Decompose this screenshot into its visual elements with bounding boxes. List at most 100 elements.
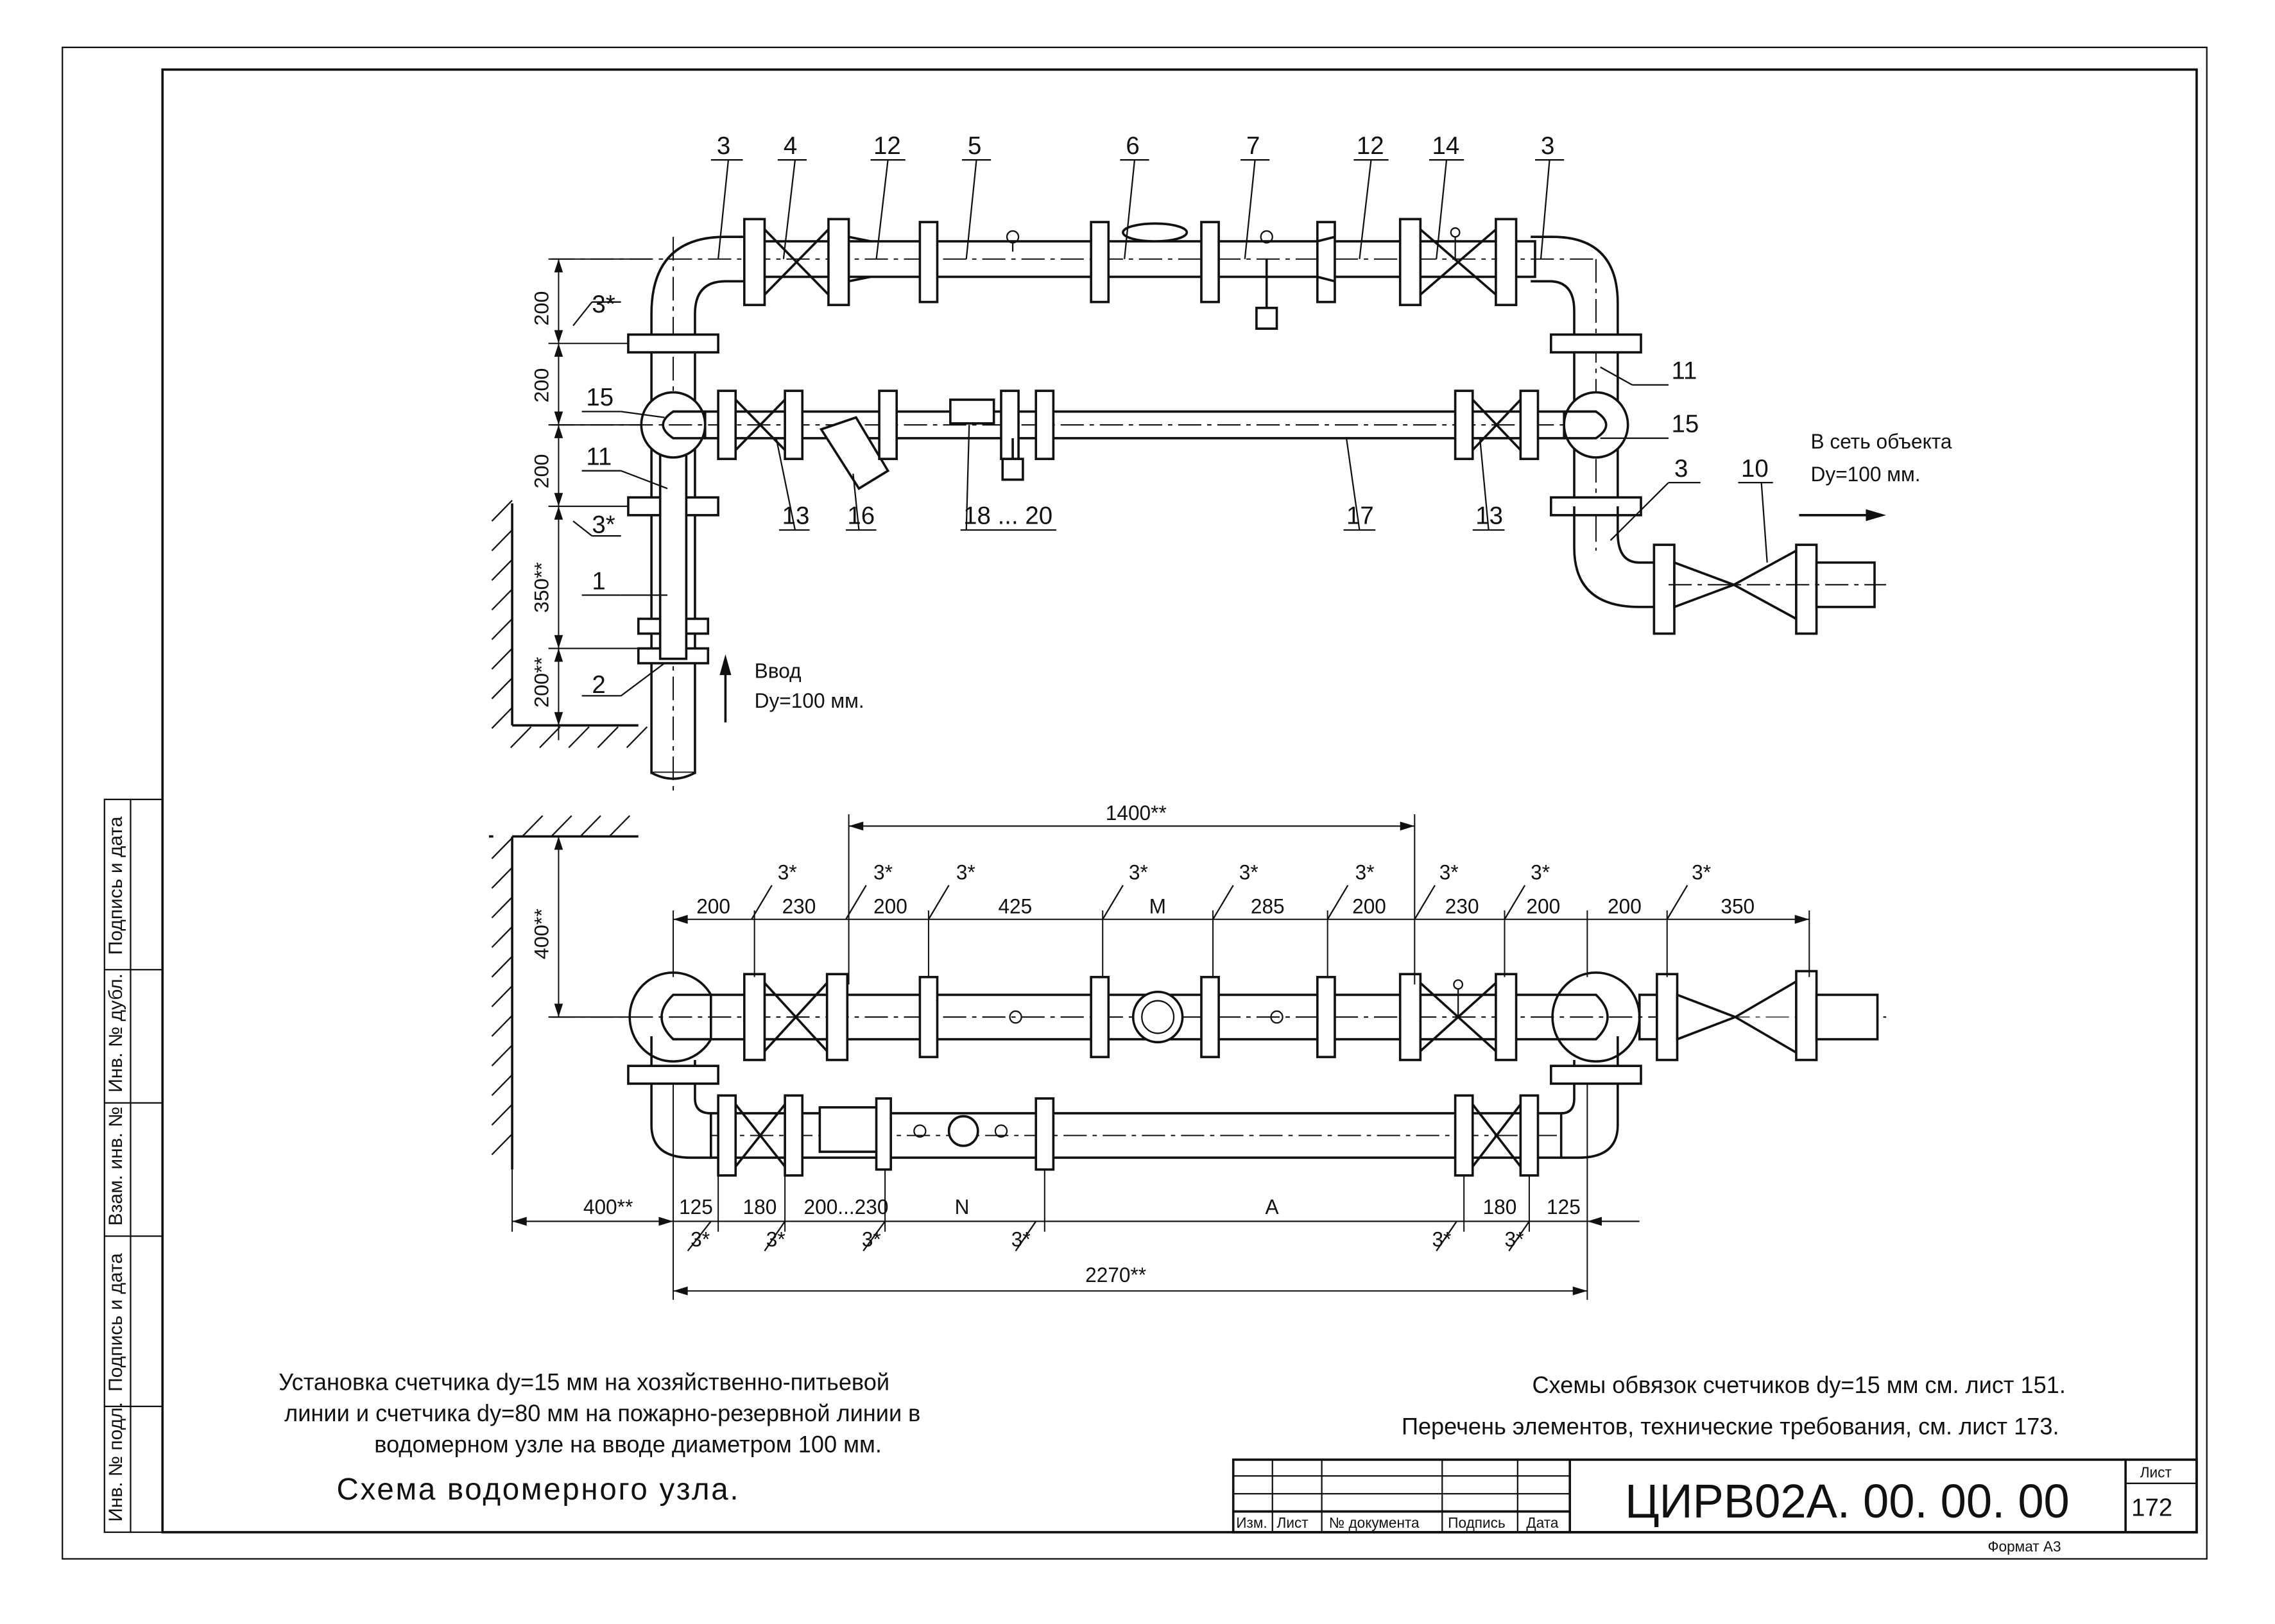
top-gap-3: 3*	[1129, 860, 1148, 884]
flange	[1316, 975, 1336, 1059]
flange	[918, 221, 939, 303]
pos-18-20: 18 ... 20	[963, 502, 1052, 529]
top-dim-3: 425	[998, 894, 1032, 918]
meter-body-1	[658, 443, 688, 660]
dim-200-c: 200	[530, 454, 553, 488]
tb-col-izm: Изм.	[1236, 1514, 1267, 1531]
strainer-lower	[818, 1106, 879, 1153]
pos-15-right: 15	[1671, 410, 1699, 438]
pos-3-outlet: 3	[1674, 455, 1688, 483]
pos-13-right: 13	[1475, 502, 1503, 529]
tee-15-right	[1563, 391, 1629, 459]
document-code: ЦИРВ02А. 00. 00. 00	[1625, 1475, 2070, 1528]
dim-200-a: 200	[530, 291, 553, 326]
flange	[1495, 973, 1518, 1061]
flange	[627, 333, 719, 354]
upper-scheme: 200 200 200 350** 200** 3* 3*	[491, 132, 1952, 792]
flange	[717, 389, 737, 461]
flange	[1090, 221, 1110, 303]
pos-4: 4	[784, 132, 797, 160]
top-gap-8: 3*	[1692, 860, 1711, 884]
flange	[743, 218, 766, 307]
bottom-dim-1: 125	[679, 1195, 713, 1218]
bottom-gap-3: 3*	[1011, 1227, 1031, 1251]
flange	[1795, 543, 1818, 635]
top-dim-0: 200	[696, 894, 730, 918]
flange	[627, 1064, 719, 1085]
tap-icon	[1009, 1010, 1022, 1024]
pos-7: 7	[1246, 132, 1260, 160]
lower-scheme: 1400** 200 230 200 425 M 285 200 230 200…	[488, 801, 1887, 1300]
top-dim-4: M	[1149, 894, 1166, 918]
sheet-number: 172	[2131, 1494, 2172, 1521]
outlet-elbow	[1573, 506, 1661, 608]
flange	[1656, 973, 1679, 1061]
pos-1: 1	[592, 567, 605, 595]
lower-vertical-dim	[548, 836, 630, 1018]
stamp-sign-date-2: Подпись и дата	[105, 1253, 126, 1392]
elbow-top-right	[1531, 235, 1619, 344]
elbow-top-left	[650, 235, 752, 344]
top-gap-5: 3*	[1355, 860, 1375, 884]
bottom-dim-chain	[511, 1083, 1640, 1300]
top-dim-10: 350	[1721, 894, 1755, 918]
flange	[743, 973, 766, 1061]
pos-14: 14	[1432, 132, 1459, 160]
vertical-dims: 200 200 200 350** 200**	[530, 258, 652, 740]
reference-note-1: Схемы обвязок счетчиков dy=15 мм см. лис…	[1532, 1372, 2065, 1398]
flange	[825, 973, 849, 1061]
pos-2: 2	[592, 671, 605, 698]
gate-valve	[764, 982, 828, 1052]
top-dim-9: 200	[1608, 894, 1642, 918]
bottom-dim-2: 180	[743, 1195, 777, 1218]
title-block	[1232, 1458, 2198, 1534]
stamp-sign-date-1: Подпись и дата	[105, 816, 126, 955]
top-dim-8: 200	[1526, 894, 1560, 918]
flange	[1653, 543, 1676, 635]
top-gap-4: 3*	[1239, 860, 1258, 884]
top-gap-7: 3*	[1531, 860, 1550, 884]
installation-note-1: Установка счетчика dy=15 мм на хозяйстве…	[279, 1369, 889, 1395]
flange	[827, 218, 850, 307]
gate-valve	[734, 1104, 786, 1168]
bottom-dim-0: 400**	[583, 1195, 633, 1218]
strainer-16	[819, 416, 890, 490]
position-leaders	[581, 159, 1773, 697]
sheet-label: Лист	[2140, 1464, 2172, 1480]
flange	[1090, 975, 1110, 1059]
water-meter-top	[1122, 222, 1189, 243]
bottom-gap-2: 3*	[862, 1227, 881, 1251]
flange	[1454, 389, 1474, 461]
flange	[1519, 1094, 1540, 1177]
gate-valve	[1472, 1104, 1522, 1168]
installation-note-2: линии и счетчика dy=80 мм на пожарно-рез…	[284, 1400, 920, 1426]
flange	[1316, 221, 1336, 303]
stamp-vzam-inv: Взам. инв. №	[105, 1107, 126, 1226]
dim-400-vertical: 400**	[530, 909, 553, 959]
bottom-gap-1: 3*	[766, 1227, 786, 1251]
tb-col-doc: № документа	[1329, 1514, 1420, 1531]
dim-2270: 2270**	[1085, 1263, 1146, 1286]
flange	[1519, 389, 1540, 461]
outlet-title: В сеть объекта	[1811, 430, 1952, 453]
flange	[1550, 1064, 1642, 1085]
top-gap-2: 3*	[956, 860, 975, 884]
wall-hatch-upper	[491, 500, 648, 748]
top-gap-0: 3*	[778, 860, 797, 884]
top-dim-7: 230	[1445, 894, 1479, 918]
tap-icon	[1260, 230, 1273, 244]
flange	[784, 389, 804, 461]
drain-valve	[1001, 457, 1024, 481]
flange	[1398, 218, 1422, 307]
flange	[1398, 973, 1422, 1061]
reference-note-2: Перечень элементов, технические требован…	[1402, 1413, 2059, 1439]
top-dim-1: 230	[782, 894, 816, 918]
dim-1400: 1400**	[1106, 801, 1167, 825]
bottom-dim-5: A	[1265, 1195, 1279, 1218]
pos-15-left: 15	[586, 384, 614, 411]
outer-frame	[62, 46, 2208, 1560]
pos-13-left: 13	[782, 502, 810, 529]
inlet-title: Ввод	[755, 659, 802, 682]
pos-12-right: 12	[1357, 132, 1384, 160]
